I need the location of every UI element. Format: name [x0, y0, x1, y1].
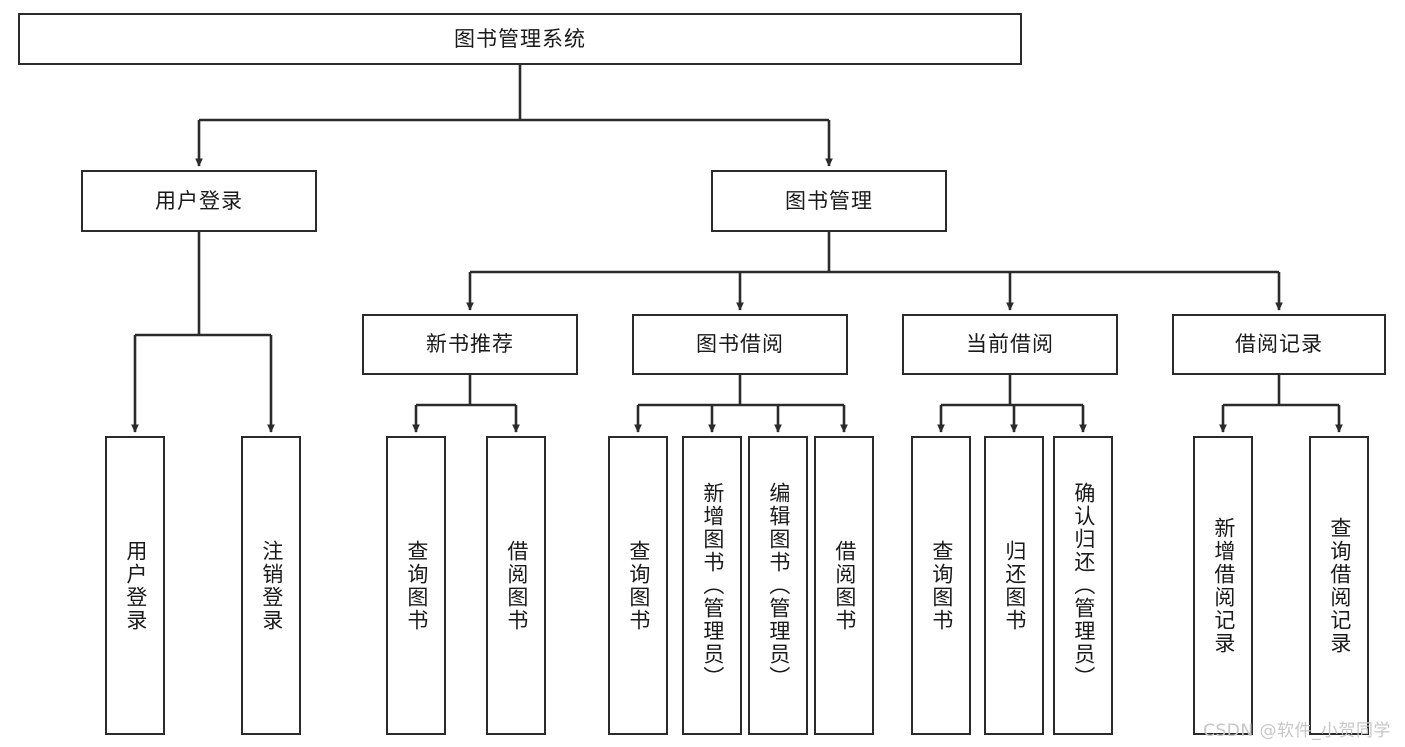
node-leaf-confirm-return[interactable]: 确认归还（管理员） — [1053, 436, 1113, 735]
node-book-manage-label: 图书管理 — [785, 188, 873, 213]
node-leaf-query-record-label: 查询借阅记录 — [1327, 516, 1352, 655]
node-book-manage[interactable]: 图书管理 — [711, 170, 947, 232]
node-leaf-user-logout-label: 注销登录 — [259, 539, 284, 632]
node-root-label: 图书管理系统 — [454, 26, 586, 51]
node-leaf-edit-book[interactable]: 编辑图书（管理员） — [748, 436, 808, 735]
node-new-book-rec-label: 新书推荐 — [426, 332, 514, 357]
node-borrow-record-label: 借阅记录 — [1235, 332, 1323, 357]
node-user-login-label: 用户登录 — [155, 188, 243, 213]
node-leaf-query-book-2[interactable]: 查询图书 — [608, 436, 668, 735]
node-leaf-edit-book-label: 编辑图书（管理员） — [766, 482, 791, 689]
node-book-borrow[interactable]: 图书借阅 — [632, 314, 848, 375]
node-leaf-add-book-label: 新增图书（管理员） — [700, 482, 725, 689]
node-leaf-borrow-book-1[interactable]: 借阅图书 — [486, 436, 546, 735]
node-leaf-query-book-1[interactable]: 查询图书 — [386, 436, 446, 735]
node-current-borrow[interactable]: 当前借阅 — [902, 314, 1118, 375]
node-leaf-add-record[interactable]: 新增借阅记录 — [1193, 436, 1253, 735]
node-new-book-rec[interactable]: 新书推荐 — [362, 314, 578, 375]
node-leaf-borrow-book-1-label: 借阅图书 — [504, 539, 529, 632]
node-current-borrow-label: 当前借阅 — [966, 332, 1054, 357]
node-leaf-confirm-return-label: 确认归还（管理员） — [1071, 482, 1096, 689]
node-leaf-return-book[interactable]: 归还图书 — [984, 436, 1044, 735]
node-leaf-query-book-1-label: 查询图书 — [404, 539, 429, 632]
node-book-borrow-label: 图书借阅 — [696, 332, 784, 357]
node-leaf-query-book-3[interactable]: 查询图书 — [911, 436, 971, 735]
node-user-login[interactable]: 用户登录 — [81, 170, 317, 232]
watermark-text: CSDN @软件_小贺同学 — [1203, 721, 1391, 741]
node-leaf-query-record[interactable]: 查询借阅记录 — [1309, 436, 1369, 735]
node-root[interactable]: 图书管理系统 — [18, 13, 1022, 65]
node-leaf-borrow-book-2[interactable]: 借阅图书 — [814, 436, 874, 735]
node-leaf-add-book[interactable]: 新增图书（管理员） — [682, 436, 742, 735]
node-leaf-borrow-book-2-label: 借阅图书 — [832, 539, 857, 632]
node-leaf-add-record-label: 新增借阅记录 — [1211, 516, 1236, 655]
node-leaf-user-logout[interactable]: 注销登录 — [241, 436, 301, 735]
node-leaf-user-login[interactable]: 用户登录 — [105, 436, 165, 735]
node-leaf-user-login-label: 用户登录 — [123, 539, 148, 632]
node-leaf-return-book-label: 归还图书 — [1002, 539, 1027, 632]
node-borrow-record[interactable]: 借阅记录 — [1172, 314, 1386, 375]
node-leaf-query-book-3-label: 查询图书 — [929, 539, 954, 632]
node-leaf-query-book-2-label: 查询图书 — [626, 539, 651, 632]
